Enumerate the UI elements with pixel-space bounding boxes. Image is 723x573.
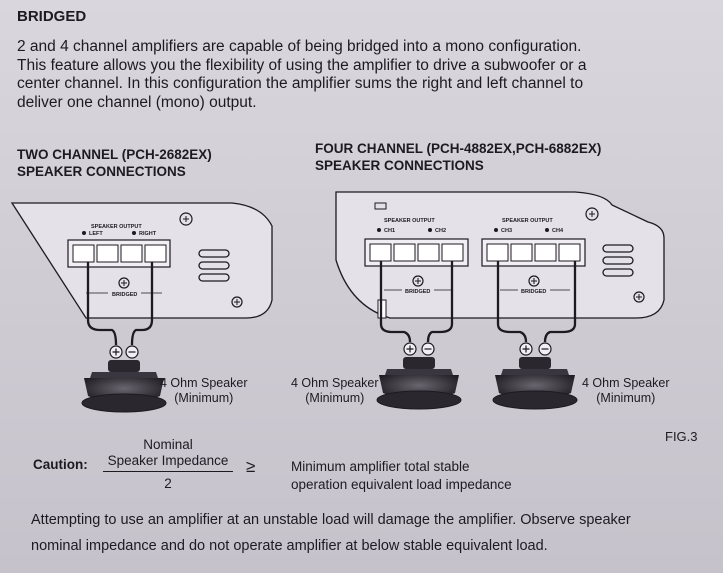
four-channel-heading-line: FOUR CHANNEL (PCH-4882EX,PCH-6882EX) — [315, 141, 602, 156]
speaker-output-label: SPEAKER OUTPUT — [91, 224, 142, 230]
two-channel-heading: TWO CHANNEL (PCH-2682EX) SPEAKER CONNECT… — [17, 146, 212, 180]
ch1-label: CH1 — [384, 228, 395, 234]
speaker-icon — [376, 342, 462, 410]
speaker-label-line: 4 Ohm Speaker — [291, 376, 379, 390]
intro-line: deliver one channel (mono) output. — [17, 93, 257, 111]
left-channel-label: LEFT — [89, 231, 103, 237]
two-channel-speaker-label: 4 Ohm Speaker (Minimum) — [160, 376, 248, 406]
speaker-icon — [81, 345, 167, 413]
two-channel-amplifier: SPEAKER OUTPUT LEFT RIGHT BRIDGED — [10, 202, 273, 413]
two-channel-heading-line: TWO CHANNEL (PCH-2682EX) — [17, 147, 212, 162]
indicator-icon — [374, 202, 387, 210]
intro-line: This feature allows you the flexibility … — [17, 56, 587, 74]
speaker-terminal-block — [67, 239, 171, 268]
bridged-label: BRIDGED — [112, 292, 137, 298]
four-channel-heading: FOUR CHANNEL (PCH-4882EX,PCH-6882EX) SPE… — [315, 140, 601, 174]
vent-slots — [602, 244, 634, 277]
greater-equal-sign: ≥ — [246, 457, 256, 476]
section-title: BRIDGED — [17, 8, 87, 25]
intro-paragraph: 2 and 4 channel amplifiers are capable o… — [17, 38, 586, 112]
fraction-numerator: Speaker Impedance — [107, 453, 229, 468]
speaker-label-line: 4 Ohm Speaker — [160, 376, 248, 390]
fraction-bar — [103, 471, 233, 472]
speaker-label-line: 4 Ohm Speaker — [582, 376, 670, 390]
right-channel-label: RIGHT — [139, 231, 157, 237]
impedance-fraction: Nominal Speaker Impedance 2 — [103, 437, 233, 492]
four-channel-left-speaker-label: 4 Ohm Speaker (Minimum) — [291, 376, 379, 406]
ground-screw-icon — [118, 277, 130, 289]
four-channel-amplifier: SPEAKER OUTPUT SPEAKER OUTPUT CH1 CH2 CH… — [335, 191, 665, 410]
intro-line: 2 and 4 channel amplifiers are capable o… — [17, 38, 582, 55]
caution-result-line: operation equivalent load impedance — [291, 477, 512, 492]
vent-slots — [198, 249, 230, 282]
intro-line: center channel. In this configuration th… — [17, 75, 584, 92]
speaker-icon — [492, 342, 578, 410]
speaker-label-line: (Minimum) — [596, 391, 656, 405]
ch2-label: CH2 — [435, 228, 446, 234]
figure-label: FIG.3 — [665, 429, 698, 444]
four-channel-heading-line: SPEAKER CONNECTIONS — [315, 158, 484, 173]
ground-screw-icon — [528, 275, 540, 287]
speaker-output-label: SPEAKER OUTPUT — [502, 218, 553, 224]
speaker-label-line: (Minimum) — [305, 391, 365, 405]
fraction-denominator: 2 — [164, 476, 172, 491]
bridged-label: BRIDGED — [521, 289, 546, 295]
speaker-output-label: SPEAKER OUTPUT — [384, 218, 435, 224]
ground-screw-icon — [412, 275, 424, 287]
caution-result-line: Minimum amplifier total stable — [291, 459, 470, 474]
caution-result: Minimum amplifier total stable operation… — [291, 458, 512, 494]
speaker-terminal-block — [364, 238, 586, 267]
fraction-numerator: Nominal — [143, 437, 193, 452]
ch3-label: CH3 — [501, 228, 512, 234]
bridged-label: BRIDGED — [405, 289, 430, 295]
warning-line: Attempting to use an amplifier at an uns… — [31, 512, 631, 528]
caution-label: Caution: — [33, 457, 88, 472]
two-channel-heading-line: SPEAKER CONNECTIONS — [17, 164, 186, 179]
warning-line: nominal impedance and do not operate amp… — [31, 538, 548, 554]
mount-screw-icon — [633, 291, 645, 303]
speaker-label-line: (Minimum) — [174, 391, 234, 405]
mount-screw-icon — [231, 296, 243, 308]
warning-paragraph: Attempting to use an amplifier at an uns… — [31, 507, 631, 559]
ch4-label: CH4 — [552, 228, 564, 234]
mount-screw-icon — [585, 207, 599, 221]
four-channel-right-speaker-label: 4 Ohm Speaker (Minimum) — [582, 376, 670, 406]
mount-screw-icon — [179, 212, 193, 226]
